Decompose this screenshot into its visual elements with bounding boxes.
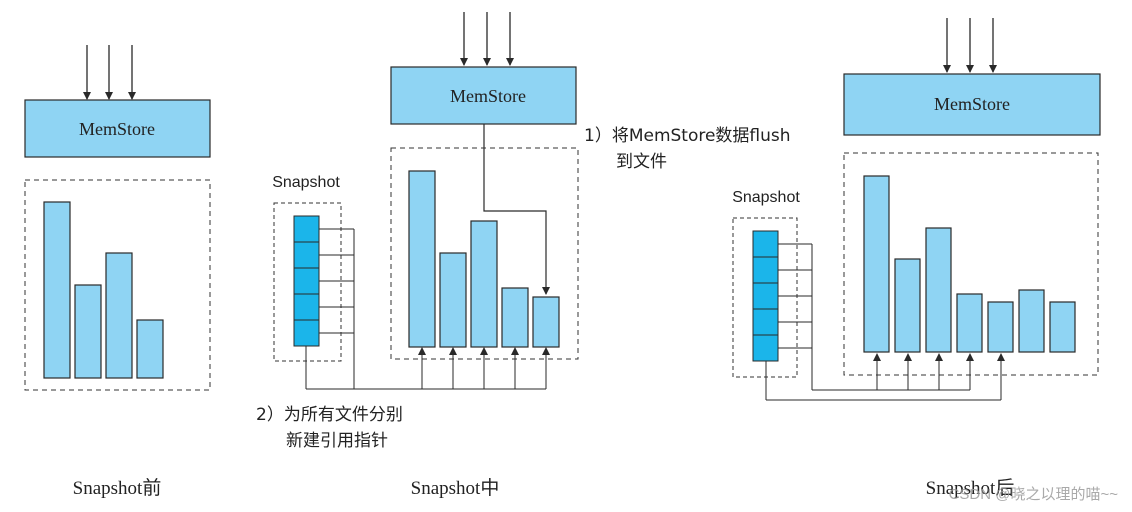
step2-text: 2）为所有文件分别 [256, 405, 403, 425]
memstore-box [390, 66, 577, 125]
caption-during: Snapshot中 [411, 477, 500, 499]
hfile-bar [136, 319, 164, 379]
step2-text-cont: 新建引用指针 [286, 431, 388, 451]
write-arrows [943, 18, 997, 73]
caption-before: Snapshot前 [73, 477, 162, 499]
snapshot-label: Snapshot [272, 174, 340, 191]
memstore-label: MemStore [79, 119, 155, 139]
hfile-bar [501, 287, 529, 348]
hfile-bar [470, 220, 498, 348]
write-arrows [460, 12, 514, 66]
snapshot-label: Snapshot [732, 189, 800, 206]
memstore-box [24, 99, 211, 158]
hfile-bar [1049, 301, 1076, 353]
snapshot-pointer [293, 319, 320, 347]
hfile-region [843, 152, 1099, 376]
hfile-bars [408, 170, 560, 348]
hfile-bar [74, 284, 102, 379]
snapshot-pointer [752, 256, 779, 284]
snapshot-region [273, 202, 342, 362]
panel-before: MemStore Snapshot前 [24, 45, 211, 499]
hfile-region [24, 179, 211, 391]
snapshot-region [732, 217, 798, 378]
hfile-bar [925, 227, 952, 353]
hfile-bar [956, 293, 983, 353]
snapshot-pointer [293, 215, 320, 243]
snapshot-pointer [293, 241, 320, 269]
snapshot-pointer-stack [752, 230, 779, 362]
snapshot-pointer-stack [293, 215, 320, 347]
snapshot-pointer [752, 334, 779, 362]
snapshot-pointer [752, 308, 779, 336]
snapshot-pointer [752, 282, 779, 310]
hfile-bar [439, 252, 467, 348]
memstore-label: MemStore [934, 94, 1010, 114]
flush-arrow [483, 124, 550, 295]
hfile-bar [408, 170, 436, 348]
hfile-bar [987, 301, 1014, 353]
hfile-region [390, 147, 579, 360]
hfile-bar [532, 296, 560, 348]
memstore-box [843, 73, 1101, 136]
step1-text: 1）将MemStore数据flush [584, 126, 791, 146]
snapshot-pointer [293, 267, 320, 295]
hfile-bar [1018, 289, 1045, 353]
snapshot-pointer [293, 293, 320, 321]
hfile-bar [863, 175, 890, 353]
caption-after: Snapshot后 [926, 477, 1015, 499]
hfile-bars [863, 175, 1076, 353]
step1-text-cont: 到文件 [616, 152, 667, 172]
hfile-bar [43, 201, 71, 379]
snapshot-pointer [752, 230, 779, 258]
hfile-bars [43, 201, 164, 379]
watermark: CSDN @晓之以理的喵~~ [949, 486, 1119, 503]
hfile-bar [894, 258, 921, 353]
memstore-label: MemStore [450, 86, 526, 106]
reference-lines [765, 243, 1005, 401]
panel-during: MemStore Snapshot [256, 12, 791, 499]
write-arrows [83, 45, 136, 100]
hfile-bar [105, 252, 133, 379]
reference-lines [305, 228, 550, 390]
panel-after: MemStore Snapshot [732, 18, 1101, 499]
